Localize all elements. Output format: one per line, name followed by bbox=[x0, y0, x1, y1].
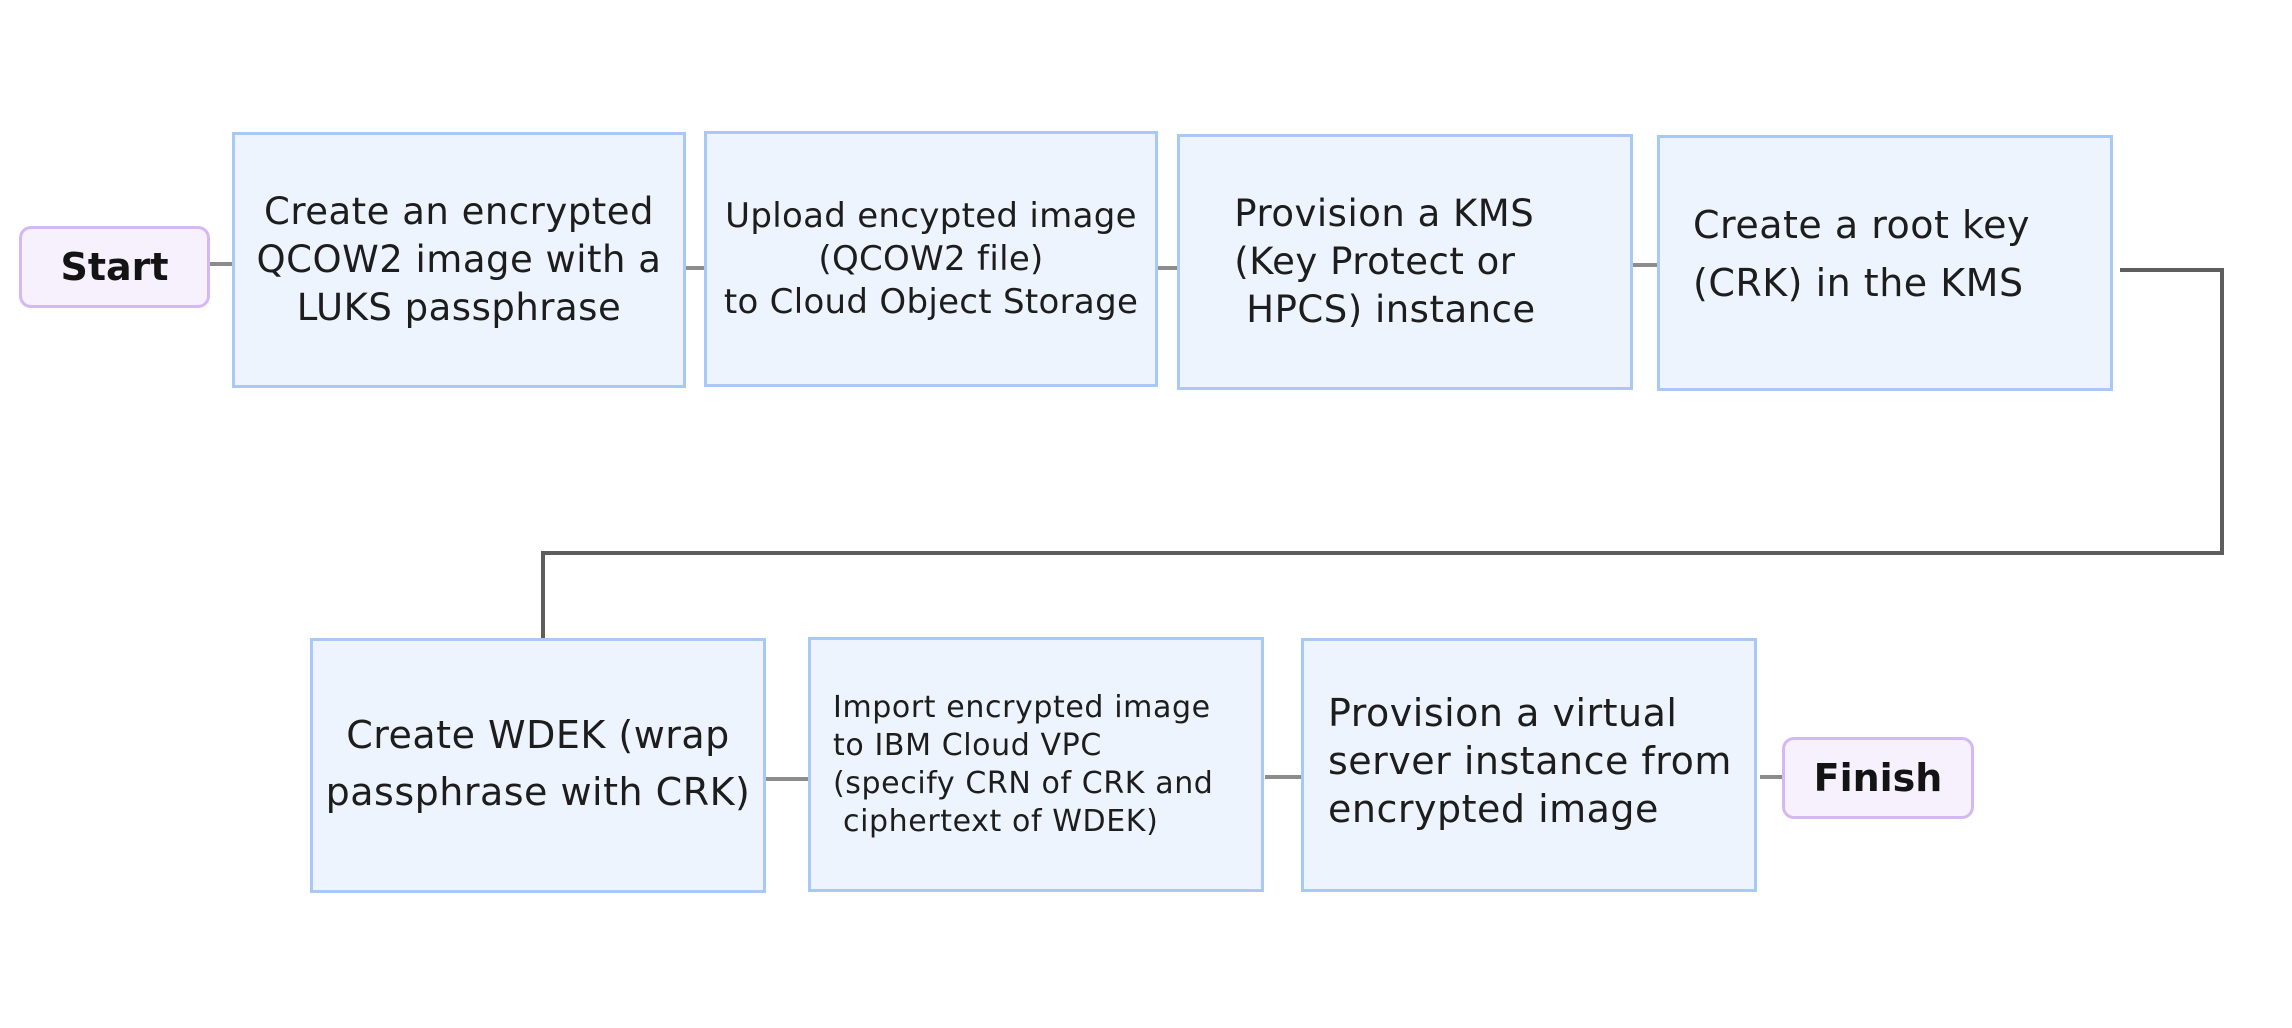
finish-terminal: Finish bbox=[1782, 737, 1974, 819]
step-create-root-key: Create a root key (CRK) in the KMS bbox=[1657, 135, 2113, 391]
step-line: encrypted image bbox=[1328, 787, 1659, 831]
start-terminal: Start bbox=[19, 226, 210, 308]
step-line: Upload encypted image bbox=[725, 195, 1137, 236]
step-line: (CRK) in the KMS bbox=[1693, 261, 2024, 305]
step-line: Provision a KMS bbox=[1234, 192, 1535, 235]
connector-step3-step4 bbox=[1630, 263, 1660, 267]
connector-step5-step6 bbox=[765, 777, 812, 781]
connector-start-step1 bbox=[208, 262, 235, 266]
step-provision-kms: Provision a KMS (Key Protect or HPCS) in… bbox=[1177, 134, 1633, 390]
step-line: QCOW2 image with a bbox=[256, 238, 662, 281]
step-line: Create WDEK (wrap bbox=[346, 712, 730, 757]
step-line: Create an encrypted bbox=[264, 190, 654, 233]
step-import-image: Import encrypted image to IBM Cloud VPC … bbox=[808, 637, 1264, 892]
connector-step7-finish bbox=[1760, 775, 1785, 779]
step-line: ciphertext of WDEK) bbox=[843, 803, 1159, 839]
connector-step4-down bbox=[2220, 268, 2224, 555]
step-line: server instance from bbox=[1328, 739, 1732, 783]
step-create-encrypted-image: Create an encrypted QCOW2 image with a L… bbox=[232, 132, 686, 388]
step-provision-virtual-server: Provision a virtual server instance from… bbox=[1301, 638, 1757, 892]
step-line: Create a root key bbox=[1693, 203, 2030, 247]
connector-row-link bbox=[541, 551, 2224, 555]
step-line: Provision a virtual bbox=[1328, 691, 1678, 735]
step-line: (QCOW2 file) bbox=[818, 238, 1044, 279]
connector-to-step5 bbox=[541, 551, 545, 641]
step-line: Import encrypted image bbox=[833, 689, 1211, 725]
connector-step2-step3 bbox=[1155, 266, 1181, 270]
step-line: to Cloud Object Storage bbox=[723, 281, 1139, 322]
connector-step4-right bbox=[2120, 268, 2224, 272]
step-line: passphrase with CRK) bbox=[325, 769, 751, 814]
connector-step6-step7 bbox=[1265, 775, 1311, 779]
step-create-wdek: Create WDEK (wrap passphrase with CRK) bbox=[310, 638, 766, 893]
step-line: LUKS passphrase bbox=[296, 286, 622, 329]
step-line: to IBM Cloud VPC bbox=[833, 727, 1102, 763]
step-upload-image: Upload encypted image (QCOW2 file) to Cl… bbox=[704, 131, 1158, 387]
step-line: (Key Protect or bbox=[1234, 240, 1516, 283]
step-line: (specify CRN of CRK and bbox=[833, 765, 1214, 801]
step-text-block: Provision a KMS (Key Protect or HPCS) in… bbox=[1234, 190, 1535, 334]
connector-step1-step2 bbox=[683, 266, 707, 270]
step-line: HPCS) instance bbox=[1246, 288, 1536, 331]
